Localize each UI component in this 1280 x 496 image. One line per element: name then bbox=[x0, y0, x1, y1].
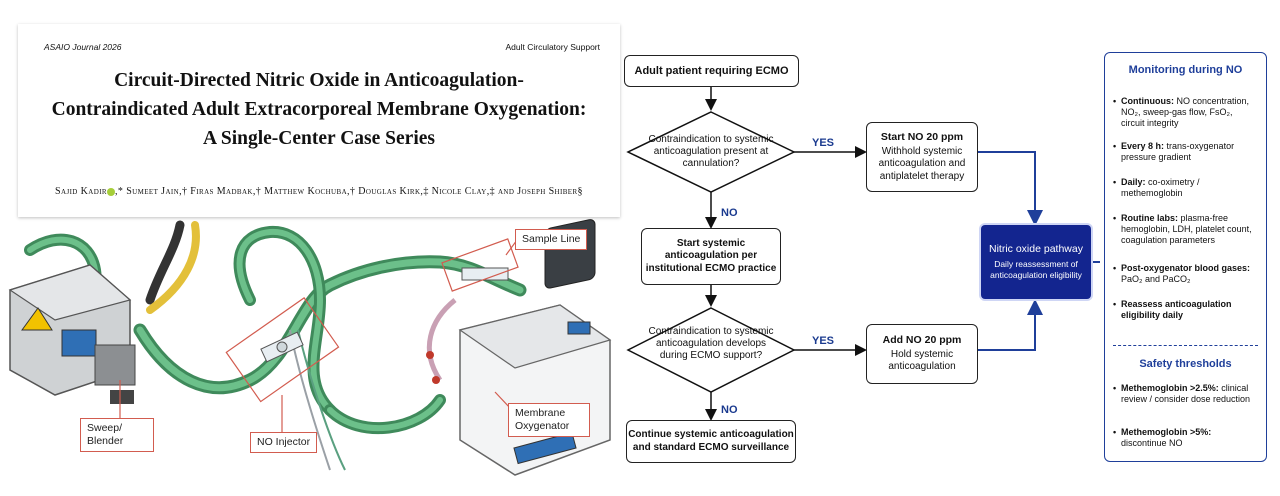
safety-item-2-5: •Methemoglobin >2.5%: clinical review / … bbox=[1113, 383, 1251, 404]
safety-item-text: clinical review / consider dose reductio… bbox=[1121, 383, 1251, 404]
monitor-item-daily: •Daily: co-oximetry / methemoglobin bbox=[1113, 177, 1200, 198]
safety-title: Safety thresholds bbox=[1139, 358, 1232, 370]
yes-box-1: Start NO 20 ppm Withhold systemic antico… bbox=[866, 122, 978, 192]
yes-box-2-title: Add NO 20 ppm bbox=[882, 334, 962, 347]
end-text: Continue systemic anticoagulation and st… bbox=[628, 429, 794, 453]
safety-item-5: •Methemoglobin >5%: discontinue NO bbox=[1113, 427, 1212, 448]
nitric-oxide-pathway-box: Nitric oxide pathway Daily reassessment … bbox=[981, 225, 1091, 299]
callout-membrane-oxygenator: Membrane Oxygenator bbox=[508, 403, 590, 437]
monitor-item-routine-labs: •Routine labs: plasma-free hemoglobin, L… bbox=[1113, 213, 1252, 245]
title-line-1: Circuit-Directed Nitric Oxide in Anticoa… bbox=[114, 70, 524, 91]
monitor-item-label: Continuous: bbox=[1121, 96, 1174, 106]
monitor-item-blood-gases: •Post-oxygenator blood gases: PaO₂ and P… bbox=[1113, 263, 1251, 284]
author-list: Sajid Kadir ,* Sumeet Jain,† Firas Madbak… bbox=[18, 186, 620, 197]
monitor-item-text: plasma-free hemoglobin, LDH, platelet co… bbox=[1121, 213, 1252, 245]
other-authors: ,* Sumeet Jain,† Firas Madbak,† Matthew … bbox=[115, 186, 583, 197]
yes-box-2: Add NO 20 ppm Hold systemic anticoagulat… bbox=[866, 324, 978, 384]
decision-2-text: Contraindication to systemic anticoagula… bbox=[648, 326, 774, 361]
title-line-3: A Single-Center Case Series bbox=[203, 128, 435, 149]
decision-2-yes-label: YES bbox=[812, 335, 835, 347]
callout-sweep-blender: Sweep/ Blender bbox=[80, 418, 154, 452]
start-box: Adult patient requiring ECMO bbox=[624, 55, 799, 87]
yes-box-1-title: Start NO 20 ppm bbox=[880, 131, 964, 143]
monitor-item-label: Reassess anticoagulation eligibility dai… bbox=[1121, 299, 1232, 320]
decision-2-no-label: NO bbox=[721, 404, 738, 416]
monitor-item-every-8h: •Every 8 h: trans-oxygenator pressure gr… bbox=[1113, 141, 1235, 162]
safety-item-label: Methemoglobin >5%: bbox=[1121, 427, 1212, 437]
no-injector-fitting bbox=[260, 331, 304, 363]
pathway-title: Nitric oxide pathway bbox=[989, 243, 1083, 255]
monitor-item-label: Post-oxygenator blood gases: bbox=[1121, 263, 1251, 273]
no-box-1-text: Start systemic anticoagulation per insti… bbox=[645, 237, 777, 274]
monitoring-divider bbox=[1113, 345, 1258, 346]
paper-header-card bbox=[18, 24, 620, 217]
yes-box-1-body: Withhold systemic anticoagulation and an… bbox=[878, 145, 966, 182]
monitor-item-continuous: •Continuous: NO concentration, NO₂, swee… bbox=[1113, 96, 1250, 128]
monitoring-title: Monitoring during NO bbox=[1128, 64, 1243, 76]
paper-title: Circuit-Directed Nitric Oxide in Anticoa… bbox=[18, 66, 620, 153]
journal-section: Adult Circulatory Support bbox=[505, 42, 601, 52]
callout-sample-line: Sample Line bbox=[515, 229, 588, 250]
safety-item-text: discontinue NO bbox=[1121, 438, 1183, 448]
orcid-icon[interactable] bbox=[107, 187, 115, 196]
monitor-item-text: co-oximetry / methemoglobin bbox=[1121, 177, 1200, 198]
title-line-2: Contraindicated Adult Extracorporeal Mem… bbox=[51, 99, 587, 120]
no-box-1: Start systemic anticoagulation per insti… bbox=[641, 228, 781, 285]
first-author: Sajid Kadir bbox=[55, 186, 107, 197]
monitor-item-label: Daily: bbox=[1121, 177, 1146, 187]
monitoring-panel: Monitoring during NO •Continuous: NO con… bbox=[1104, 52, 1267, 462]
journal-name: ASAIO Journal 2026 bbox=[44, 42, 122, 52]
pathway-body: Daily reassessment of anticoagulation el… bbox=[990, 259, 1082, 280]
yes-box-2-body: Hold systemic anticoagulation bbox=[888, 348, 956, 373]
monitor-item-text: PaO₂ and PaCO₂ bbox=[1121, 274, 1191, 284]
decision-1-yes-label: YES bbox=[812, 137, 835, 149]
callout-no-injector: NO Injector bbox=[250, 432, 318, 453]
decision-1-text: Contraindication to systemic anticoagula… bbox=[648, 134, 774, 169]
monitor-item-label: Every 8 h: bbox=[1121, 141, 1165, 151]
monitor-item-label: Routine labs: bbox=[1121, 213, 1179, 223]
monitor-item-reassess: •Reassess anticoagulation eligibility da… bbox=[1113, 299, 1232, 320]
start-label: Adult patient requiring ECMO bbox=[634, 64, 789, 77]
monitor-item-text: trans-oxygenator pressure gradient bbox=[1121, 141, 1235, 162]
monitor-item-text: NO concentration, NO₂, sweep-gas flow, F… bbox=[1121, 96, 1250, 128]
decision-1-no-label: NO bbox=[721, 207, 738, 219]
safety-item-label: Methemoglobin >2.5%: bbox=[1121, 383, 1219, 393]
sweep-blender-device bbox=[8, 264, 136, 404]
end-box: Continue systemic anticoagulation and st… bbox=[626, 420, 796, 463]
